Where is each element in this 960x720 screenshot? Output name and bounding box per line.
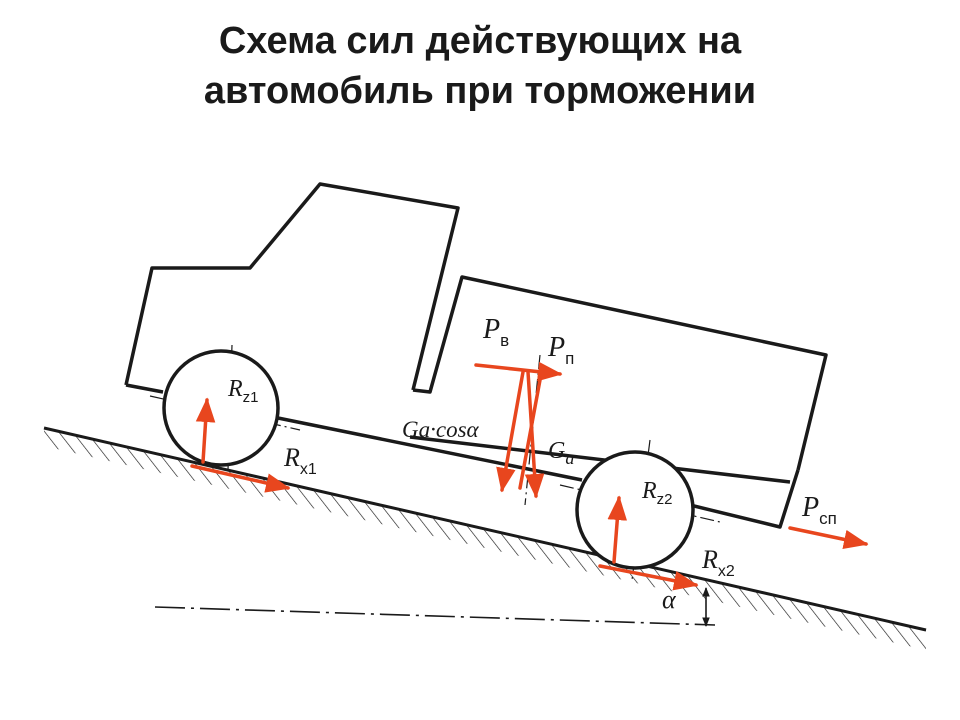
horizontal-reference-line bbox=[154, 606, 716, 626]
title-line-1: Схема сил действующих на bbox=[218, 20, 742, 62]
truck-cab bbox=[124, 182, 460, 391]
ga-arrow bbox=[524, 370, 545, 499]
psp-arrow bbox=[788, 526, 869, 550]
ga-cos-arrow bbox=[496, 370, 525, 493]
rx2-arrow bbox=[598, 564, 699, 591]
rear-wheel bbox=[575, 450, 695, 570]
rx1-arrow bbox=[190, 464, 291, 493]
rz1-arrow bbox=[195, 397, 216, 464]
label-ga: Ga bbox=[548, 438, 574, 468]
pv-arrow bbox=[474, 361, 563, 382]
label-rx1: Rx1 bbox=[283, 443, 317, 478]
label-pv: Pв bbox=[482, 314, 509, 350]
label-alpha: α bbox=[662, 585, 677, 614]
label-rx2: Rx2 bbox=[701, 545, 735, 580]
force-labels: Pв Pп Rz1 Rx1 Ga·cosα Ga Rz2 Rx2 Pсп α bbox=[227, 314, 837, 614]
label-pp: Pп bbox=[547, 332, 574, 368]
pp-arrow bbox=[518, 378, 542, 490]
truck-cargo-box bbox=[412, 275, 828, 471]
label-ga-cos-alpha: Ga·cosα bbox=[402, 417, 480, 442]
label-rz2: Rz2 bbox=[641, 478, 673, 508]
label-psp: Pсп bbox=[801, 492, 837, 528]
label-rz1: Rz1 bbox=[227, 376, 259, 406]
title-line-2: автомобиль при торможении bbox=[203, 70, 757, 112]
rz2-arrow bbox=[607, 495, 628, 564]
front-wheel bbox=[162, 349, 280, 467]
diagram-title: Схема сил действующих на автомобиль при … bbox=[0, 16, 960, 116]
force-vectors bbox=[190, 361, 869, 591]
truck-frame bbox=[125, 383, 800, 529]
